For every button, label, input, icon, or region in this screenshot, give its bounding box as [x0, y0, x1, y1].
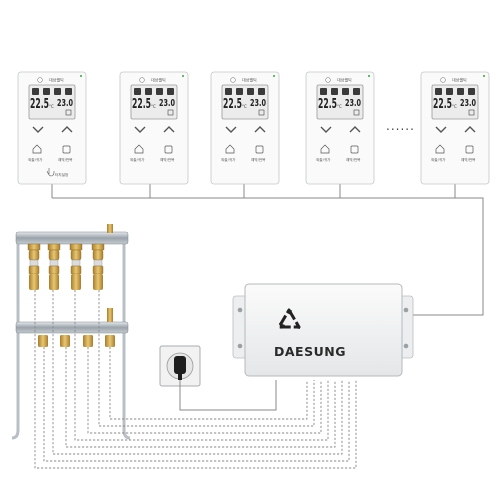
- btn-left-label: 외출/귀가: [221, 157, 236, 162]
- set-temp: 23.0: [460, 98, 476, 109]
- thermostat-4: 대성쎌틱 22.5 °C 23.0 외출/귀가 예약/반복: [305, 71, 375, 185]
- current-temp: 22.5: [433, 97, 452, 112]
- current-temp: 22.5: [132, 97, 151, 112]
- touch-label: 터치설정: [55, 172, 68, 177]
- btn-left-label: 외출/귀가: [431, 157, 446, 162]
- recycle-triangle-icon: [277, 308, 301, 329]
- set-temp: 23.0: [345, 98, 361, 109]
- thermostat-1: 대성쎌틱 22.5 °C 23.0 외출/귀가 예약/반복 터치설정: [17, 71, 87, 185]
- power-cable: [179, 380, 277, 411]
- set-temp: 23.0: [57, 98, 73, 109]
- btn-left-label: 외출/귀가: [130, 157, 145, 162]
- btn-right-label: 예약/반복: [58, 157, 73, 162]
- current-temp: 22.5: [30, 97, 49, 112]
- current-unit: °C: [242, 104, 247, 109]
- set-temp: 23.0: [250, 98, 266, 109]
- current-temp: 22.5: [223, 97, 242, 112]
- set-temp: 23.0: [159, 98, 175, 109]
- thermostat-brand: 대성쎌틱: [49, 77, 64, 83]
- current-unit: °C: [452, 104, 457, 109]
- actuator-wiring: [34, 290, 357, 469]
- thermostat-3: 대성쎌틱 22.5 °C 23.0 외출/귀가 예약/반복: [210, 71, 280, 185]
- thermostat-2: 대성쎌틱 22.5 °C 23.0 외출/귀가 예약/반복: [119, 71, 189, 185]
- thermostat-brand: 대성쎌틱: [337, 77, 352, 83]
- touch-hand-icon: [46, 168, 55, 177]
- thermostat-brand: 대성쎌틱: [151, 77, 166, 83]
- controller-box: DAESUNG: [232, 283, 414, 377]
- power-outlet-icon: [159, 345, 201, 387]
- thermostat-brand: 대성쎌틱: [242, 77, 257, 83]
- thermostat-5: 대성쎌틱 22.5 °C 23.0 외출/귀가 예약/반복: [420, 71, 490, 185]
- current-unit: °C: [49, 104, 54, 109]
- btn-right-label: 예약/반복: [346, 157, 361, 162]
- controller-brand: DAESUNG: [274, 344, 346, 359]
- manifold: [11, 224, 131, 440]
- current-unit: °C: [151, 104, 156, 109]
- btn-right-label: 예약/반복: [160, 157, 175, 162]
- btn-right-label: 예약/반복: [251, 157, 266, 162]
- btn-left-label: 외출/귀가: [28, 157, 43, 162]
- current-temp: 22.5: [318, 97, 337, 112]
- btn-right-label: 예약/반복: [461, 157, 476, 162]
- more-dots: ......: [386, 119, 415, 133]
- valve-tops: [29, 274, 103, 290]
- current-unit: °C: [337, 104, 342, 109]
- thermostat-brand: 대성쎌틱: [452, 77, 467, 83]
- btn-left-label: 외출/귀가: [316, 157, 331, 162]
- bottom-fittings: [38, 335, 115, 347]
- bus-wire: [51, 184, 484, 316]
